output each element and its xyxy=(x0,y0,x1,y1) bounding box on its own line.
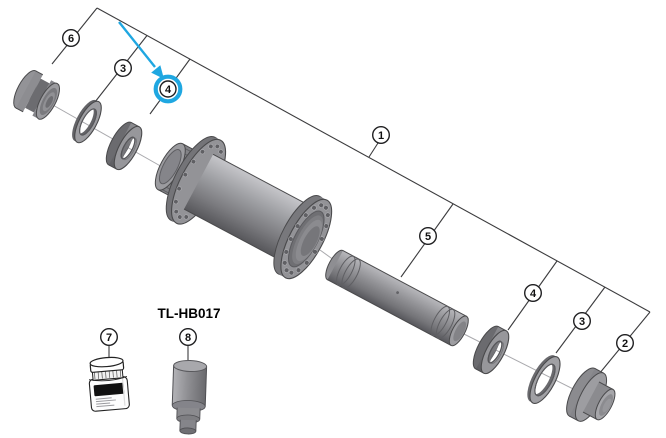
callout-2: 2 xyxy=(616,334,635,353)
jar-label-text-lines xyxy=(95,397,116,408)
callout-5: 5 xyxy=(419,226,438,245)
thru-axle xyxy=(325,249,469,347)
cartridge-bearing-right xyxy=(472,325,510,375)
callout-4-right-number: 4 xyxy=(530,288,537,300)
hub-barrel xyxy=(183,153,314,264)
callout-4-left-number: 4 xyxy=(165,84,172,96)
tool-model-label: TL-HB017 xyxy=(157,306,220,321)
callout-6-number: 6 xyxy=(68,33,74,45)
callout-7: 7 xyxy=(99,328,118,347)
seal-ring-left xyxy=(72,99,102,144)
spoke-holes-right xyxy=(282,202,331,276)
callout-1-number: 1 xyxy=(378,130,384,142)
callout-8: 8 xyxy=(178,328,197,347)
callout-5-number: 5 xyxy=(425,231,431,243)
callout-6: 6 xyxy=(62,29,81,48)
blue-pointer-arrow xyxy=(118,21,164,79)
end-cap-right xyxy=(566,367,616,422)
callout-3-right-number: 3 xyxy=(579,316,585,328)
hub-shell xyxy=(154,136,333,280)
callout-8-number: 8 xyxy=(185,332,191,344)
callout-3-left: 3 xyxy=(113,59,132,78)
callout-3-right: 3 xyxy=(573,312,592,331)
callout-7-number: 7 xyxy=(106,332,112,344)
grease-jar xyxy=(88,356,130,412)
callout-3-left-number: 3 xyxy=(120,63,126,75)
arrow-shaft xyxy=(118,21,156,68)
jar-label xyxy=(93,382,125,397)
cartridge-bearing-left xyxy=(105,121,143,171)
seal-ring-right xyxy=(527,355,561,404)
callout-1: 1 xyxy=(372,125,391,144)
bearing-press-tool xyxy=(171,359,208,435)
leader-lines xyxy=(51,7,651,375)
end-cap-left xyxy=(13,70,60,120)
jar-collar-ribs xyxy=(94,369,122,380)
right-flange xyxy=(273,195,333,280)
callout-2-number: 2 xyxy=(622,338,628,350)
arrow-head xyxy=(151,65,164,79)
callout-4-left-highlighted: 4 xyxy=(153,74,183,104)
callouts: 6 3 4 1 5 4 3 2 xyxy=(62,29,635,353)
callout-4-right: 4 xyxy=(524,284,543,303)
hub-bore xyxy=(288,210,325,268)
